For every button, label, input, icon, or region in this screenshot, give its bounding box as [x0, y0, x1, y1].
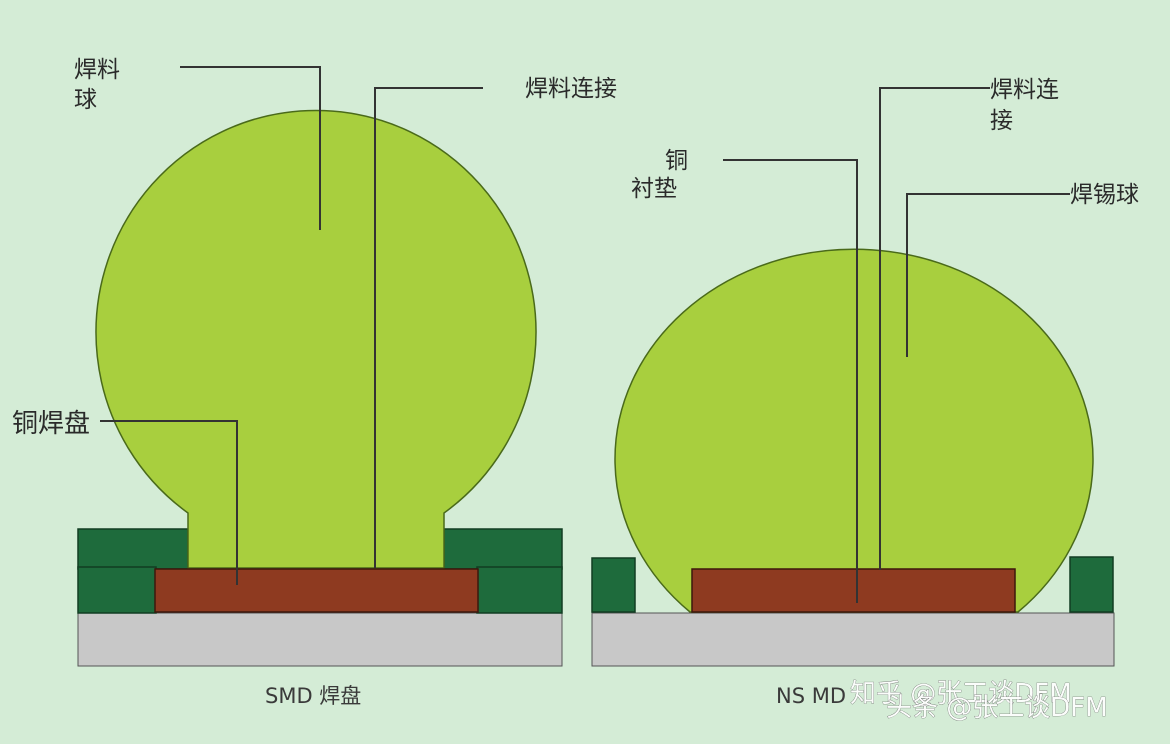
nsmd-tin-ball-leader	[906, 193, 1070, 357]
smd-solder-ball-leader	[180, 66, 321, 230]
nsmd-copper-liner-label-line1: 铜	[665, 148, 688, 174]
smd-caption: SMD 焊盘	[265, 684, 361, 708]
smd-copper-pad	[154, 568, 479, 613]
nsmd-copper-pad	[691, 568, 1016, 613]
nsmd-solder-joint-label-line1: 焊料连	[990, 77, 1059, 103]
smd-solder-ball	[95, 109, 537, 569]
smd-solder-ball-label-line2: 球	[74, 87, 97, 113]
smd-solder-mask-left-top	[77, 528, 189, 570]
nsmd-tin-ball-label: 焊锡球	[1070, 182, 1139, 208]
smd-copper-pad-label: 铜焊盘	[12, 409, 90, 439]
nsmd-solder-mask-left	[591, 557, 636, 613]
smd-solder-mask-right-top	[443, 528, 563, 570]
smd-copper-pad-leader	[100, 420, 238, 585]
nsmd-copper-liner-label-line2: 衬垫	[631, 176, 677, 202]
smd-solder-mask-right-bottom	[476, 566, 563, 614]
smd-solder-mask-left-bottom	[77, 566, 157, 614]
nsmd-solder-mask-right	[1069, 556, 1114, 613]
watermark-zhihu: 知乎 @张工谈DFM	[850, 679, 1072, 709]
nsmd-solder-joint-leader	[879, 87, 990, 570]
nsmd-caption: NS MD	[776, 684, 846, 708]
nsmd-solder-joint-label-line2: 接	[990, 108, 1013, 134]
smd-panel: 焊料 球 焊料连接 铜焊盘 SMD 焊盘	[12, 57, 617, 708]
nsmd-copper-liner-leader	[723, 159, 858, 603]
smd-solder-ball-label-line1: 焊料	[74, 57, 120, 83]
nsmd-substrate	[591, 612, 1115, 667]
smd-solder-joint-label: 焊料连接	[525, 76, 617, 102]
nsmd-panel: 焊料连 接 铜 衬垫 焊锡球 NS MD	[591, 77, 1139, 708]
smd-solder-joint-leader	[374, 87, 483, 568]
watermark-toutiao: 头条 @张工谈DFM	[886, 693, 1108, 723]
nsmd-solder-ball	[614, 248, 1094, 613]
smd-substrate	[77, 612, 563, 667]
